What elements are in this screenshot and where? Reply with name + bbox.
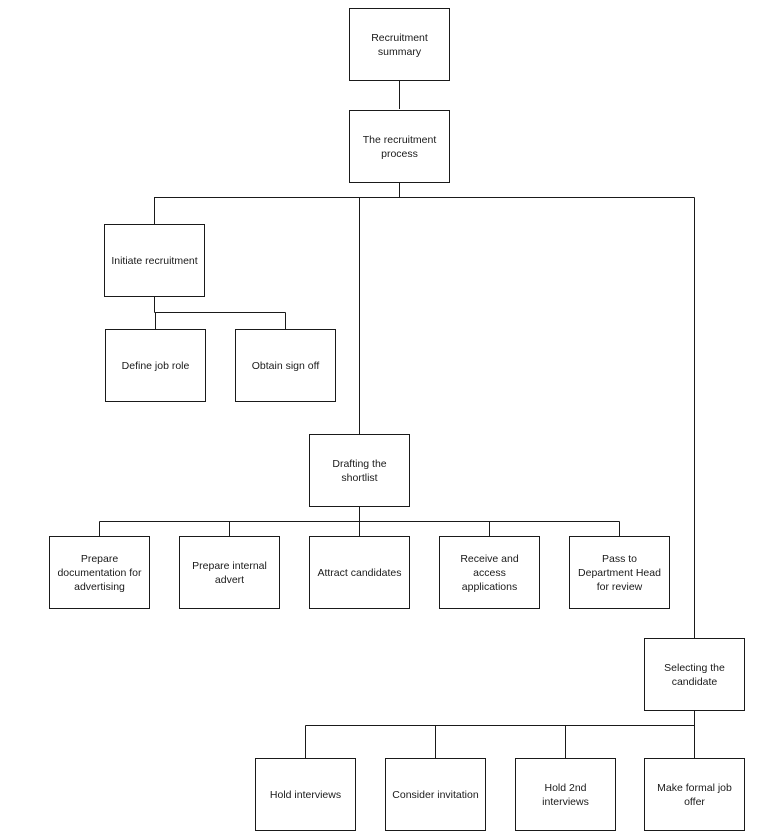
node-pass-to-department-head-label: Pass to Department Head for review xyxy=(578,552,661,593)
node-define-job-role: Define job role xyxy=(105,329,206,402)
node-attract-candidates: Attract candidates xyxy=(309,536,410,609)
node-prepare-internal-advert-label: Prepare internal advert xyxy=(192,559,267,586)
node-prepare-documentation-label: Prepare documentation for advertising xyxy=(57,552,142,593)
node-drafting-shortlist: Drafting the shortlist xyxy=(309,434,410,507)
node-hold-2nd-interviews: Hold 2nd interviews xyxy=(515,758,616,831)
node-hold-2nd-interviews-label: Hold 2nd interviews xyxy=(542,781,589,808)
node-recruitment-process-label: The recruitment process xyxy=(362,133,437,160)
node-recruitment-summary-label: Recruitment summary xyxy=(371,31,428,58)
node-selecting-candidate: Selecting the candidate xyxy=(644,638,745,711)
node-pass-to-department-head: Pass to Department Head for review xyxy=(569,536,670,609)
node-recruitment-summary: Recruitment summary xyxy=(349,8,450,81)
node-hold-interviews-label: Hold interviews xyxy=(269,788,342,801)
node-prepare-documentation: Prepare documentation for advertising xyxy=(49,536,150,609)
node-prepare-internal-advert: Prepare internal advert xyxy=(179,536,280,609)
node-receive-applications: Receive and access applications xyxy=(439,536,540,609)
node-initiate-recruitment: Initiate recruitment xyxy=(104,224,205,297)
node-make-formal-job-offer: Make formal job offer xyxy=(644,758,745,831)
node-attract-candidates-label: Attract candidates xyxy=(317,566,402,579)
node-receive-applications-label: Receive and access applications xyxy=(460,552,519,593)
node-make-formal-job-offer-label: Make formal job offer xyxy=(657,781,732,808)
node-drafting-shortlist-label: Drafting the shortlist xyxy=(332,457,387,484)
node-hold-interviews: Hold interviews xyxy=(255,758,356,831)
node-consider-invitation: Consider invitation xyxy=(385,758,486,831)
node-selecting-candidate-label: Selecting the candidate xyxy=(664,661,725,688)
node-recruitment-process: The recruitment process xyxy=(349,110,450,183)
node-define-job-role-label: Define job role xyxy=(121,359,190,372)
node-consider-invitation-label: Consider invitation xyxy=(392,788,479,801)
node-initiate-recruitment-label: Initiate recruitment xyxy=(111,254,198,267)
node-obtain-sign-off-label: Obtain sign off xyxy=(251,359,320,372)
node-obtain-sign-off: Obtain sign off xyxy=(235,329,336,402)
